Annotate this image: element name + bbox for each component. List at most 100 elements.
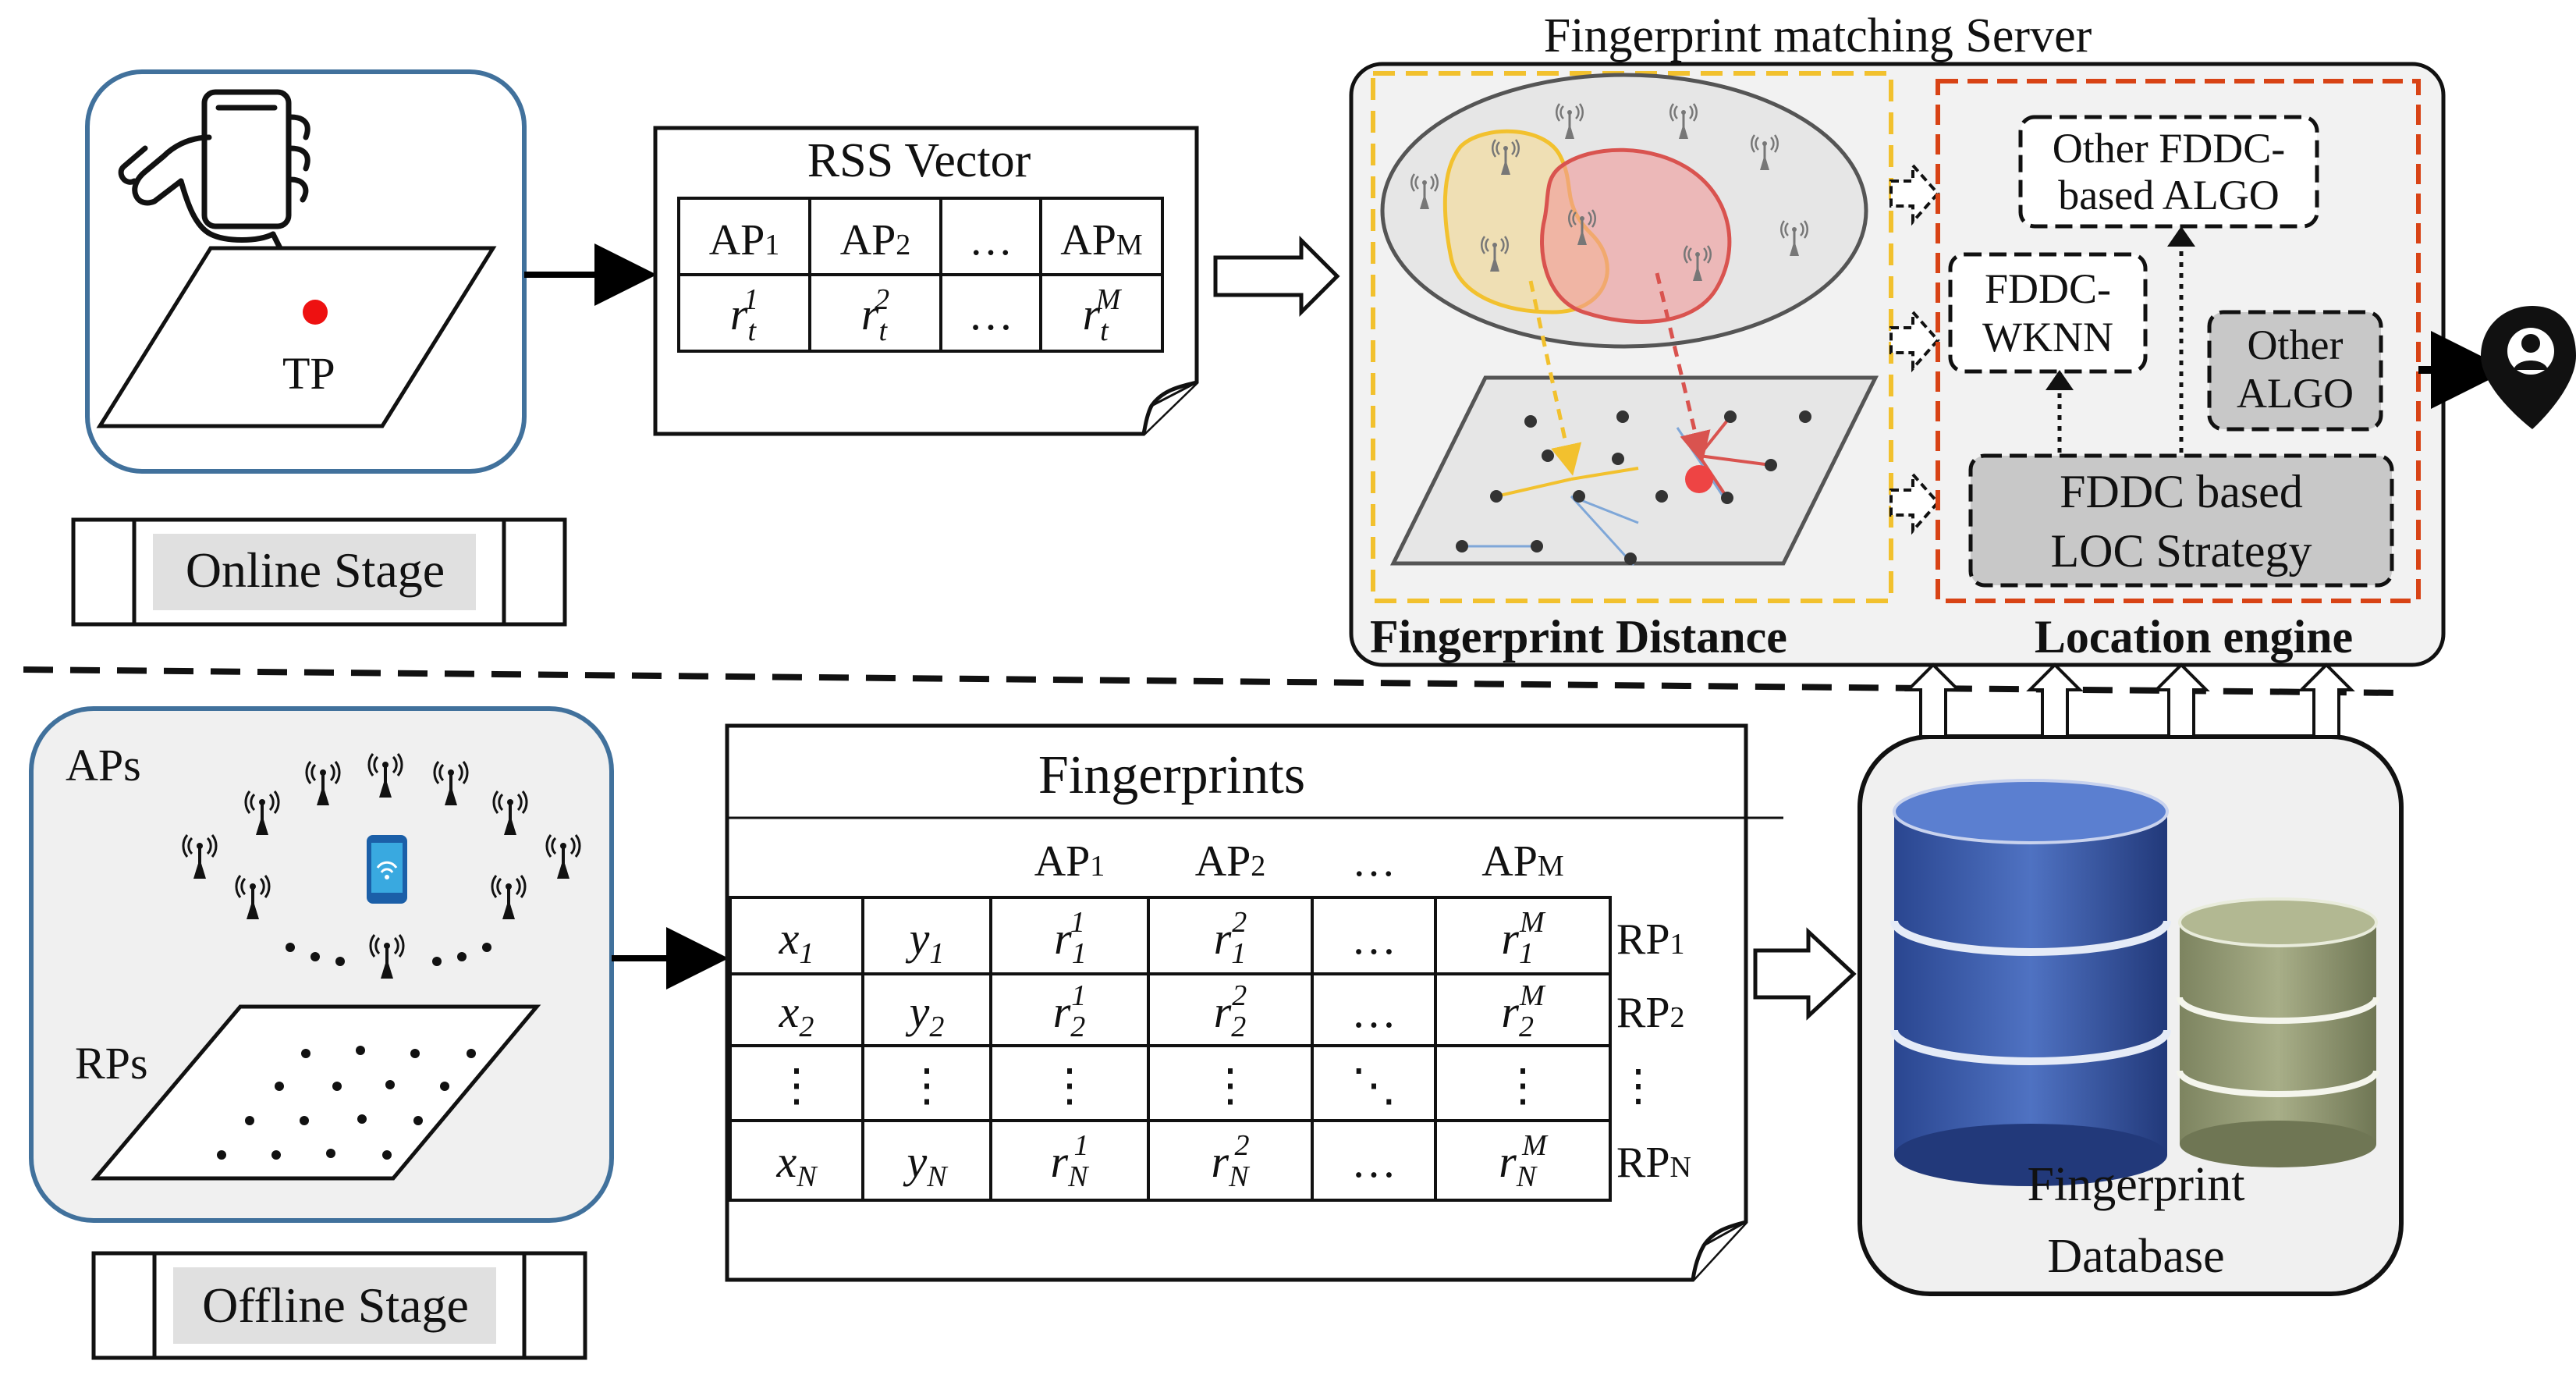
fingerprints-rp-label: ⋮	[1616, 1062, 1660, 1110]
floor-plane	[96, 246, 497, 428]
tp-point	[303, 300, 328, 325]
fingerprints-rp-label: RP2	[1616, 989, 1685, 1037]
other-fddc-line2: based ALGO	[2058, 172, 2279, 219]
fingerprints-coord-cell: ⋮	[774, 1060, 819, 1110]
rss-header-cell: AP2	[840, 216, 911, 265]
fingerprints-rp-label: RP1	[1616, 915, 1685, 964]
location-pin-icon	[2481, 306, 2576, 429]
red-region	[1540, 147, 1732, 324]
fingerprints-rss-cell: r22	[1214, 979, 1247, 1043]
offline-stage-tag: Offline Stage	[91, 1251, 587, 1360]
fingerprints-coord-cell: ⋮	[904, 1060, 949, 1110]
fingerprints-rss-cell: rNM	[1499, 1129, 1549, 1193]
database-olive-cylinder-icon	[2177, 897, 2379, 1167]
offline-phone-icon	[367, 835, 407, 904]
server-title: Fingerprint matching Server	[1544, 9, 2092, 62]
rss-value-cell: rtM	[1083, 283, 1123, 347]
fddc-wknn-line2: WKNN	[1982, 314, 2113, 361]
online-stage-tag: Online Stage	[71, 517, 567, 627]
rss-vector-table	[677, 197, 1164, 353]
rss-header-cell: AP1	[709, 216, 780, 265]
distance-to-engine-arrows	[1889, 161, 1940, 535]
rss-value-cell: rt2	[861, 283, 889, 347]
fddc-loc-box: FDDC based LOC Strategy	[1968, 453, 2394, 588]
fingerprints-header-cell: AP2	[1195, 837, 1266, 886]
rss-header-cell: APM	[1060, 216, 1142, 265]
arrowhead-other-fddc	[2167, 226, 2195, 247]
aps-label: APs	[66, 740, 141, 791]
fingerprints-header-cell: AP1	[1034, 837, 1105, 886]
database-label-line1: Fingerprint	[2028, 1158, 2245, 1211]
rps-label: RPs	[75, 1038, 148, 1089]
fingerprints-coord-cell: x2	[779, 986, 814, 1043]
fddc-loc-line2: LOC Strategy	[2051, 525, 2312, 577]
rss-value-cell: …	[968, 289, 1013, 339]
fingerprints-rss-cell: r11	[1054, 906, 1085, 970]
other-fddc-box: Other FDDC- based ALGO	[2018, 115, 2319, 229]
server-tp-point	[1685, 465, 1713, 493]
offline-stage-label: Offline Stage	[202, 1277, 469, 1333]
arrow-to-database	[1753, 927, 1857, 1021]
stage-divider	[23, 666, 2404, 696]
rss-vector-document: RSS Vector AP1 AP2 … APM rt1 rt2 … rtM	[653, 126, 1199, 436]
fingerprints-coord-cell: xN	[775, 1136, 818, 1193]
online-stage-label: Online Stage	[186, 542, 445, 598]
fingerprints-coord-cell: y2	[906, 986, 945, 1043]
server-rp-dots	[1456, 410, 1811, 565]
fingerprints-ellipsis-cell: …	[1351, 1136, 1396, 1187]
fingerprints-rss-cell: ⋮	[1500, 1060, 1545, 1110]
fingerprints-coord-cell: y1	[906, 913, 945, 970]
engine-dotted-arrows	[2057, 242, 2184, 453]
fingerprints-rss-cell: r2M	[1501, 979, 1546, 1043]
fingerprints-rss-cell: r12	[1214, 906, 1247, 970]
tp-label: TP	[282, 348, 335, 399]
other-fddc-line1: Other FDDC-	[2053, 125, 2285, 172]
fingerprints-rss-cell: r1M	[1501, 906, 1546, 970]
other-algo-line2: ALGO	[2237, 370, 2354, 417]
fingerprints-title: Fingerprints	[1038, 745, 1305, 805]
fddc-loc-line1: FDDC based	[2060, 466, 2303, 517]
fingerprints-rss-cell: ⋮	[1047, 1060, 1092, 1110]
offline-ap-dots	[286, 943, 491, 966]
server-rp-lines-yellow	[1496, 467, 1639, 498]
database-panel: Fingerprint Database	[1857, 734, 2404, 1296]
fingerprints-ellipsis-cell: …	[1351, 986, 1396, 1037]
online-panel: TP	[85, 69, 527, 474]
fingerprints-coord-cell: yN	[903, 1136, 949, 1193]
location-engine-box	[1936, 79, 2421, 603]
rss-value-cell: rt1	[730, 283, 758, 347]
fingerprints-coord-cell: x1	[779, 913, 814, 970]
fingerprints-rss-cell: rN2	[1212, 1129, 1251, 1193]
fingerprints-rss-cell: ⋮	[1208, 1060, 1253, 1110]
red-dashed-arrow	[1655, 272, 1711, 464]
arrowhead-wknn	[2046, 370, 2074, 390]
other-algo-line1: Other	[2248, 322, 2344, 368]
database-label-line2: Database	[2047, 1230, 2224, 1283]
hand-phone-icon	[118, 89, 310, 253]
database-to-server-arrows	[1904, 663, 2355, 738]
offline-panel: APs RPs	[29, 706, 614, 1223]
fingerprints-header-cell: …	[1352, 837, 1396, 886]
fingerprints-ellipsis-cell: …	[1351, 913, 1396, 964]
fingerprints-rp-label: RPN	[1616, 1139, 1691, 1187]
rss-vector-title: RSS Vector	[807, 134, 1031, 187]
database-blue-cylinder-icon	[1890, 779, 2171, 1186]
yellow-dashed-arrow	[1528, 280, 1582, 476]
fingerprints-rss-cell: rN1	[1051, 1129, 1091, 1193]
fddc-wknn-line1: FDDC-	[1985, 265, 2111, 312]
location-engine-label: Location engine	[2035, 611, 2353, 663]
offline-floor-plane	[90, 1004, 541, 1181]
arrow-rss-to-server	[1213, 235, 1340, 318]
fingerprints-table-grid	[729, 896, 1612, 1202]
fddc-wknn-box: FDDC- WKNN	[1948, 252, 2148, 374]
server-panel: Fingerprint matching Server	[1349, 9, 2446, 667]
fingerprints-rss-cell: r21	[1053, 979, 1087, 1043]
offline-rp-dots	[217, 1046, 476, 1160]
fingerprints-ellipsis-cell: ⋱	[1351, 1060, 1396, 1110]
other-algo-box: Other ALGO	[2207, 310, 2383, 432]
fingerprint-distance-label: Fingerprint Distance	[1370, 611, 1787, 663]
rss-header-cell: …	[969, 216, 1013, 265]
server-floor-plane	[1389, 375, 1879, 566]
